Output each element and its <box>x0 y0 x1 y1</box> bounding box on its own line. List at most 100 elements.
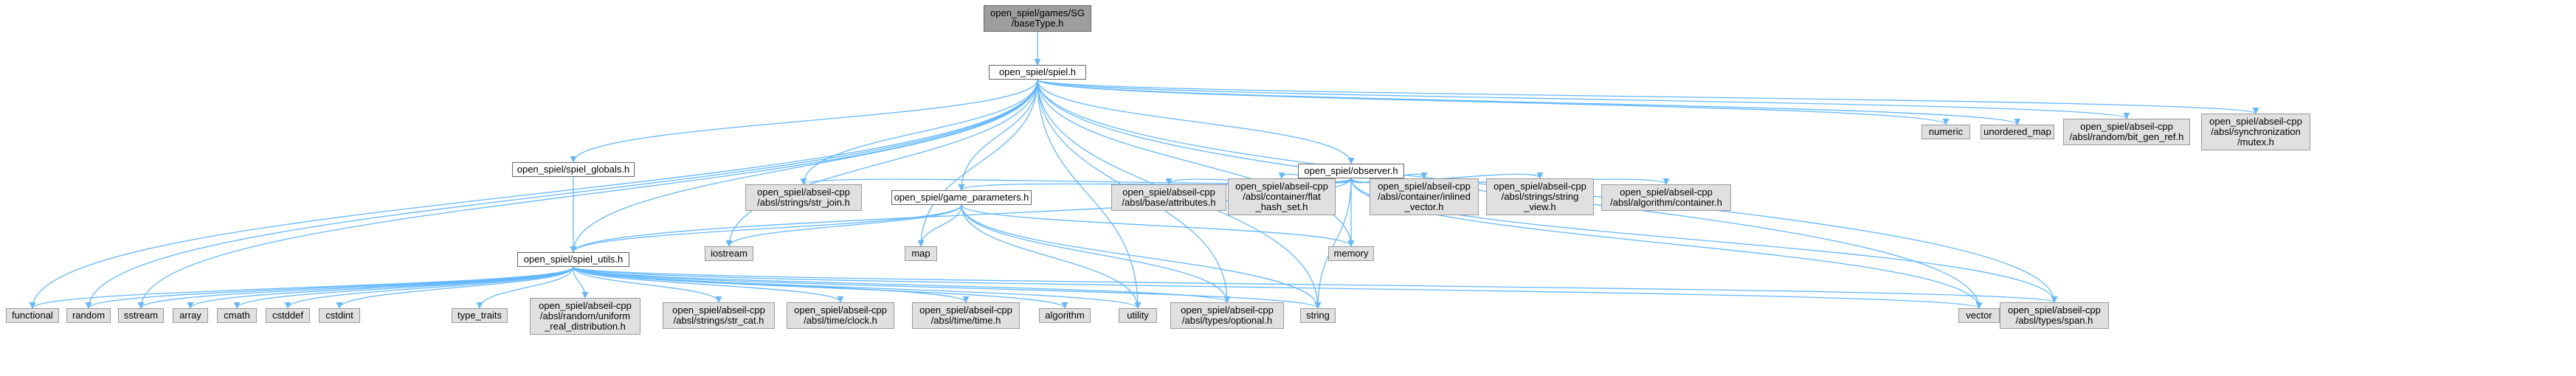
node-label: open_spiel/spiel_utils.h <box>523 254 624 265</box>
node-numeric[interactable]: numeric <box>1921 125 1970 139</box>
node-algo-container[interactable]: open_spiel/abseil-cpp /absl/algorithm/co… <box>1601 184 1731 211</box>
node-label: utility <box>1127 310 1149 321</box>
node-string[interactable]: string <box>1300 308 1336 323</box>
node-cstdint[interactable]: cstdint <box>319 308 360 323</box>
edge-spiel-to-numeric <box>1037 79 1950 125</box>
edge-game_parameters-to-utility <box>961 204 1142 309</box>
edge-spiel-to-iostream <box>725 79 1038 247</box>
node-label: open_spiel/abseil-cpp /absl/synchronizat… <box>2209 116 2302 147</box>
node-spiel-utils[interactable]: open_spiel/spiel_utils.h <box>517 252 629 267</box>
node-observer[interactable]: open_spiel/observer.h <box>1298 164 1404 178</box>
node-optional[interactable]: open_spiel/abseil-cpp /absl/types/option… <box>1170 302 1284 329</box>
node-basetype[interactable]: open_spiel/games/SG /baseType.h <box>984 5 1091 32</box>
edge-spiel_utils-to-str_cat <box>573 266 722 303</box>
edge-spiel_utils-to-cstdint <box>336 266 574 309</box>
node-label: open_spiel/abseil-cpp /absl/strings/str_… <box>672 304 765 326</box>
node-label: open_spiel/observer.h <box>1304 165 1398 176</box>
node-inlined-vector[interactable]: open_spiel/abseil-cpp /absl/container/in… <box>1370 178 1479 215</box>
node-label: iostream <box>711 248 747 259</box>
node-label: open_spiel/spiel.h <box>998 66 1077 77</box>
node-label: map <box>911 248 930 259</box>
node-label: open_spiel/abseil-cpp /absl/strings/str_… <box>757 187 850 208</box>
node-label: open_spiel/abseil-cpp /absl/random/unifo… <box>539 300 632 332</box>
node-label: open_spiel/game_parameters.h <box>894 192 1029 203</box>
edge-game_parameters-to-string <box>961 204 1322 309</box>
node-flat-hash-set[interactable]: open_spiel/abseil-cpp /absl/container/fl… <box>1228 178 1336 215</box>
node-random[interactable]: random <box>66 308 111 323</box>
edge-spiel_utils-to-optional <box>573 266 1231 303</box>
node-functional[interactable]: functional <box>6 308 59 323</box>
node-label: random <box>72 310 106 321</box>
node-label: algorithm <box>1045 310 1085 321</box>
node-mutex[interactable]: open_spiel/abseil-cpp /absl/synchronizat… <box>2201 114 2310 150</box>
edge-spiel_utils-to-uniform_real <box>573 266 589 299</box>
edge-spiel_utils-to-array <box>187 266 574 309</box>
edge-spiel_utils-to-span <box>573 266 2057 303</box>
node-label: open_spiel/games/SG /baseType.h <box>990 7 1085 29</box>
node-spiel[interactable]: open_spiel/spiel.h <box>989 65 1086 80</box>
node-label: cstddef <box>272 310 303 321</box>
edge-game_parameters-to-memory <box>961 204 1355 247</box>
node-label: open_spiel/abseil-cpp /absl/time/clock.h <box>794 304 887 326</box>
node-label: open_spiel/spiel_globals.h <box>517 164 630 175</box>
node-utility[interactable]: utility <box>1119 308 1157 323</box>
node-str-cat[interactable]: open_spiel/abseil-cpp /absl/strings/str_… <box>663 302 775 329</box>
node-label: cmath <box>224 310 250 321</box>
edge-spiel-to-unordered_map <box>1037 79 2021 125</box>
edge-spiel_utils-to-vector <box>573 266 1982 309</box>
node-span[interactable]: open_spiel/abseil-cpp /absl/types/span.h <box>2000 302 2109 329</box>
node-label: functional <box>12 310 53 321</box>
edge-spiel-to-game_parameters <box>958 79 1038 191</box>
node-bit-gen-ref[interactable]: open_spiel/abseil-cpp /absl/random/bit_g… <box>2063 119 2190 145</box>
edge-spiel_utils-to-cstddef <box>284 266 574 309</box>
edge-game_parameters-to-iostream <box>725 204 962 247</box>
edge-spiel-to-mutex <box>1037 79 2259 114</box>
edge-spiel_utils-to-random <box>85 266 574 309</box>
node-str-join[interactable]: open_spiel/abseil-cpp /absl/strings/str_… <box>745 184 862 211</box>
node-algorithm[interactable]: algorithm <box>1039 308 1091 323</box>
edge-spiel_utils-to-cmath <box>233 266 574 309</box>
edge-spiel_utils-to-utility <box>573 266 1142 309</box>
node-uniform-real[interactable]: open_spiel/abseil-cpp /absl/random/unifo… <box>530 298 640 335</box>
edge-spiel_utils-to-type_traits <box>476 266 574 309</box>
node-clock[interactable]: open_spiel/abseil-cpp /absl/time/clock.h <box>787 302 894 329</box>
edge-spiel-to-spiel_globals <box>570 79 1038 163</box>
node-label: unordered_map <box>1983 126 2051 137</box>
edge-spiel_utils-to-clock <box>573 266 844 303</box>
node-sstream[interactable]: sstream <box>118 308 164 323</box>
node-label: vector <box>1966 310 1992 321</box>
node-string-view[interactable]: open_spiel/abseil-cpp /absl/strings/stri… <box>1486 178 1594 215</box>
edge-spiel-to-sstream <box>137 79 1038 309</box>
edge-spiel-to-spiel_utils <box>570 79 1038 253</box>
edge-game_parameters-to-map <box>917 204 962 247</box>
edge-spiel-to-functional <box>29 79 1038 309</box>
node-unordered-map[interactable]: unordered_map <box>1981 125 2054 139</box>
edge-game_parameters-to-spiel_utils <box>570 204 962 253</box>
node-spiel-globals[interactable]: open_spiel/spiel_globals.h <box>512 162 635 177</box>
edge-spiel-to-str_join <box>800 79 1038 185</box>
node-attributes[interactable]: open_spiel/abseil-cpp /absl/base/attribu… <box>1111 184 1226 211</box>
edge-observer-to-string <box>1314 178 1352 309</box>
node-label: memory <box>1333 248 1369 259</box>
node-label: sstream <box>123 310 159 321</box>
node-cstddef[interactable]: cstddef <box>266 308 310 323</box>
node-map[interactable]: map <box>905 246 937 261</box>
node-iostream[interactable]: iostream <box>705 246 753 261</box>
edge-spiel_utils-to-algorithm <box>573 266 1068 309</box>
node-array[interactable]: array <box>173 308 208 323</box>
node-cmath[interactable]: cmath <box>217 308 257 323</box>
edge-spiel_utils-to-sstream <box>137 266 574 309</box>
edge-game_parameters-to-optional <box>961 204 1231 303</box>
node-label: open_spiel/abseil-cpp /absl/types/span.h <box>2008 304 2101 326</box>
node-type-traits[interactable]: type_traits <box>452 308 508 323</box>
node-label: open_spiel/abseil-cpp /absl/base/attribu… <box>1122 187 1216 208</box>
node-label: open_spiel/abseil-cpp /absl/container/in… <box>1378 181 1471 212</box>
node-label: type_traits <box>457 310 502 321</box>
node-label: numeric <box>1928 126 1964 137</box>
node-memory[interactable]: memory <box>1328 246 1374 261</box>
node-game-parameters[interactable]: open_spiel/game_parameters.h <box>891 190 1032 205</box>
node-vector[interactable]: vector <box>1958 308 2000 323</box>
node-time[interactable]: open_spiel/abseil-cpp /absl/time/time.h <box>912 302 1020 329</box>
edge-spiel-to-random <box>85 79 1038 309</box>
